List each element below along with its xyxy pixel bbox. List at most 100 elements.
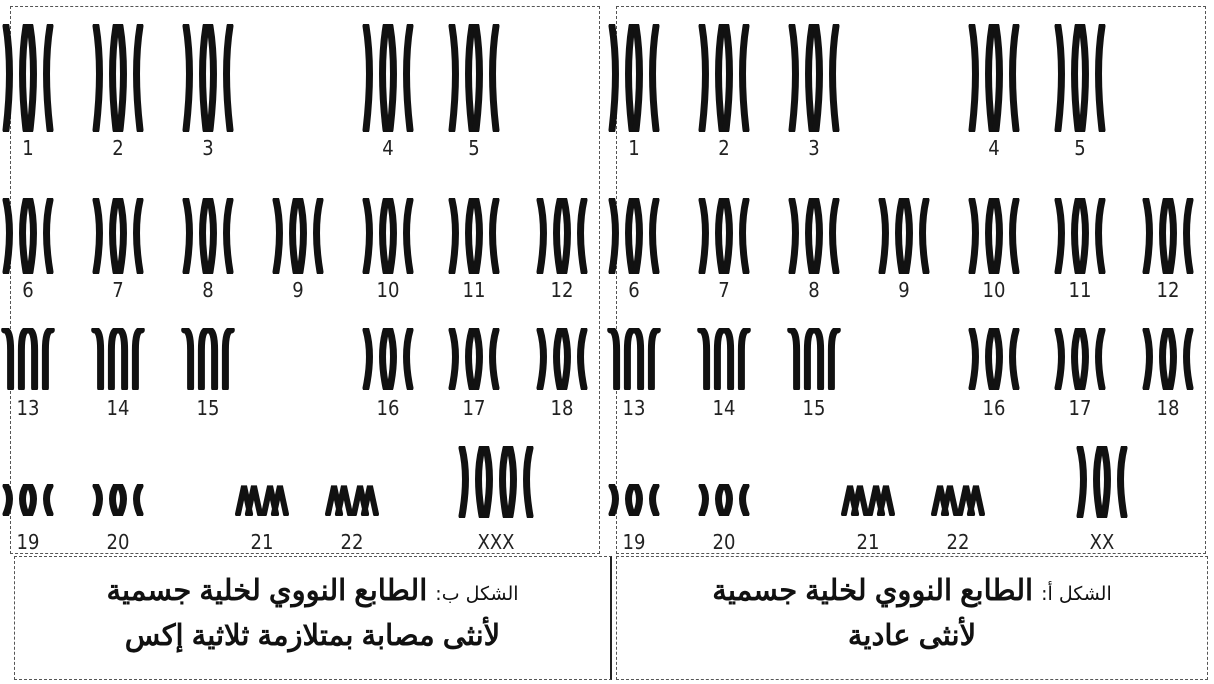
chromosome-glyph <box>390 330 410 388</box>
chromosome-pair <box>527 198 597 274</box>
chromosome-glyph <box>276 200 296 272</box>
chromosome-glyph <box>366 26 386 130</box>
chromosome-number-label: 1 <box>604 136 664 160</box>
chromosome-drawing <box>1045 198 1115 274</box>
chromosome-number-label: 4 <box>358 136 418 160</box>
chromosome-glyph <box>972 200 992 272</box>
chromosome-number-label: 8 <box>784 278 844 302</box>
chromosome-number-label: 3 <box>178 136 238 160</box>
chromosome-drawing <box>959 328 1029 390</box>
chromosome-number-label: 8 <box>178 278 238 302</box>
chromosome-pair <box>1045 24 1115 132</box>
chromosome-glyph <box>452 200 472 272</box>
chromosome-number-label: 14 <box>694 396 754 420</box>
chromosome-glyph <box>300 200 320 272</box>
chromosome-glyph <box>1058 26 1078 130</box>
chromosome-glyph <box>209 330 232 388</box>
chromosome-drawing <box>1067 446 1137 518</box>
chromosome-number-label: 14 <box>88 396 148 420</box>
chromosome-glyph <box>1082 330 1102 388</box>
chromosome-number-label: 9 <box>268 278 328 302</box>
chromosome-glyph <box>462 448 482 516</box>
caption-title-b: الشكل ب:الطابع النووي لخلية جسمية <box>15 573 610 608</box>
chromosome-glyph <box>210 200 230 272</box>
chromosome-pair <box>689 198 759 274</box>
chromosome-drawing <box>0 328 63 390</box>
chromosome-pair <box>599 24 669 132</box>
chromosome-pair <box>446 446 546 518</box>
chromosome-pair <box>599 328 669 390</box>
caption-title-a: الشكل أ:الطابع النووي لخلية جسمية <box>617 573 1207 608</box>
chromosome-glyph <box>1058 200 1078 272</box>
chromosome-number-label: 17 <box>1050 396 1110 420</box>
chromosome-glyph <box>996 200 1016 272</box>
chromosome-glyph <box>476 200 496 272</box>
chromosome-glyph <box>1058 330 1078 388</box>
chromosome-glyph <box>702 486 722 514</box>
chromosome-glyph <box>870 486 892 514</box>
chromosome-drawing <box>779 328 849 390</box>
chromosome-glyph <box>1170 330 1190 388</box>
chromosome-drawing <box>353 24 423 132</box>
chromosome-glyph <box>882 200 902 272</box>
chromosome-drawing <box>527 328 597 390</box>
chromosome-pair <box>439 24 509 132</box>
chromosome-number-label: 21 <box>232 530 292 554</box>
chromosome-pair <box>833 484 903 516</box>
chromosome-number-label: 10 <box>964 278 1024 302</box>
chromosome-drawing <box>527 198 597 274</box>
chromosome-pair <box>353 328 423 390</box>
chromosome-number-label: 5 <box>1050 136 1110 160</box>
caption-prefix-b: الشكل ب: <box>435 583 518 605</box>
chromosome-pair <box>0 198 63 274</box>
chromosome-number-label: 18 <box>532 396 592 420</box>
chromosome-number-label: 11 <box>1050 278 1110 302</box>
chromosome-glyph <box>30 486 50 514</box>
chromosome-drawing <box>0 484 63 516</box>
chromosome-glyph <box>452 330 472 388</box>
chromosome-number-label: 1 <box>0 136 58 160</box>
chromosome-pair <box>0 328 63 390</box>
caption-panel-b: الشكل ب:الطابع النووي لخلية جسمية لأنثى … <box>14 556 612 680</box>
chromosome-pair <box>959 198 1029 274</box>
chromosome-glyph <box>635 330 658 388</box>
chromosome-drawing <box>439 328 509 390</box>
chromosome-glyph <box>612 26 632 130</box>
chromosome-number-label: 18 <box>1138 396 1198 420</box>
chromosome-glyph <box>120 200 140 272</box>
chromosome-glyph <box>5 330 28 388</box>
chromosome-number-label: 2 <box>88 136 148 160</box>
chromosome-drawing <box>689 198 759 274</box>
chromosome-glyph <box>30 26 50 130</box>
chromosome-glyph <box>972 330 992 388</box>
chromosome-drawing <box>173 198 243 274</box>
chromosome-glyph <box>6 26 26 130</box>
chromosome-glyph <box>354 486 376 514</box>
chromosome-drawing <box>1045 24 1115 132</box>
chromosome-number-label: 3 <box>784 136 844 160</box>
chromosome-number-label: 16 <box>964 396 1024 420</box>
chromosome-number-label: 7 <box>694 278 754 302</box>
chromosome-number-label: 4 <box>964 136 1024 160</box>
chromosome-drawing <box>173 328 243 390</box>
chromosome-glyph <box>390 200 410 272</box>
chromosome-glyph <box>540 330 560 388</box>
chromosome-drawing <box>689 24 759 132</box>
chromosome-drawing <box>779 24 849 132</box>
caption-panel-a: الشكل أ:الطابع النووي لخلية جسمية لأنثى … <box>616 556 1208 680</box>
chromosome-drawing <box>317 484 387 516</box>
caption-line2-b: لأنثى مصابة بمتلازمة ثلاثية إكس <box>15 618 610 653</box>
chromosome-glyph <box>636 26 656 130</box>
chromosome-drawing <box>0 24 63 132</box>
chromosome-drawing <box>83 198 153 274</box>
chromosome-pair <box>83 484 153 516</box>
chromosome-glyph <box>996 26 1016 130</box>
chromosome-glyph <box>1146 200 1166 272</box>
chromosome-number-label: 21 <box>838 530 898 554</box>
chromosome-glyph <box>264 486 286 514</box>
chromosome-pair <box>689 24 759 132</box>
chromosome-drawing <box>599 198 669 274</box>
chromosome-glyph <box>510 448 530 516</box>
chromosome-glyph <box>844 486 866 514</box>
chromosome-glyph <box>906 200 926 272</box>
